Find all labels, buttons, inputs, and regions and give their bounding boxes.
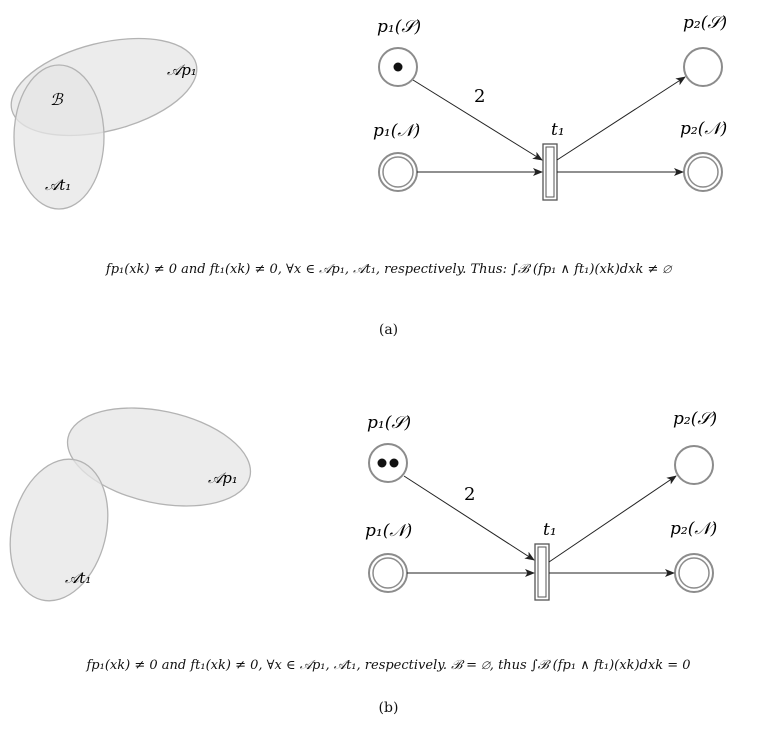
- arc-t1-p2S-a: [556, 76, 686, 161]
- label-p1-N-a: p₁(𝒩): [373, 121, 420, 141]
- label-t1-a: t₁: [551, 120, 565, 140]
- arc-weight-a: 2: [474, 86, 485, 107]
- petri-net-a: p₁(𝒮) p₁(𝒩) t₁ p₂(𝒮) p₂(𝒩) 2: [373, 13, 727, 201]
- place-p2-S-a: [683, 47, 723, 87]
- arc-p1S-t1-b: [403, 475, 535, 561]
- set-A-t1-a: [13, 64, 105, 210]
- label-A-t1-b: 𝒜t₁: [65, 569, 91, 587]
- label-t1-b: t₁: [543, 520, 557, 540]
- label-p2-N-b: p₂(𝒩): [670, 519, 717, 539]
- label-p1-S-b: p₁(𝒮): [367, 413, 411, 433]
- venn-sets-b: 𝒜p₁ 𝒜t₁: [9, 407, 252, 602]
- place-p1-N-b: [368, 553, 408, 593]
- panel-b: 𝒜p₁ 𝒜t₁ p₁(𝒮) p₁(𝒩) t₁ p₂(𝒮) p₂(𝒩) 2: [9, 407, 717, 602]
- arc-t1-p2S-b: [548, 475, 677, 563]
- label-p1-S-a: p₁(𝒮): [377, 17, 421, 37]
- transition-t1-b-inner: [537, 546, 547, 598]
- label-p2-N-a: p₂(𝒩): [680, 119, 727, 139]
- caption-a: (a): [378, 322, 399, 338]
- label-A-t1-a: 𝒜t₁: [45, 176, 71, 194]
- set-A-p1-b: [66, 407, 252, 507]
- place-p2-N-a-inner: [687, 156, 719, 188]
- token-b-2: [389, 458, 399, 468]
- arc-p1S-t1-a: [412, 79, 543, 161]
- panel-a: 𝒜p₁ ℬ 𝒜t₁ p₁(𝒮) p₁(𝒩) t₁ p₂(𝒮) p₂(�: [10, 13, 727, 210]
- place-p1-S-b: [368, 443, 408, 483]
- token-b-1: [377, 458, 387, 468]
- label-A-p1-a: 𝒜p₁: [167, 61, 197, 79]
- caption-b: (b): [378, 700, 399, 716]
- venn-sets-a: 𝒜p₁ ℬ 𝒜t₁: [10, 37, 198, 210]
- arc-weight-b: 2: [464, 484, 475, 505]
- place-p2-S-b: [674, 445, 714, 485]
- place-p1-N-b-inner: [372, 557, 404, 589]
- transition-t1-a-inner: [545, 146, 555, 198]
- token-a-1: [393, 62, 403, 72]
- petri-net-b: p₁(𝒮) p₁(𝒩) t₁ p₂(𝒮) p₂(𝒩) 2: [365, 409, 717, 601]
- place-p2-N-b: [674, 553, 714, 593]
- formula-a: fp₁(xk) ≠ 0 and ft₁(xk) ≠ 0, ∀x ∈ 𝒜p₁, 𝒜…: [105, 262, 672, 277]
- place-p2-N-b-inner: [678, 557, 710, 589]
- label-p2-S-b: p₂(𝒮): [673, 409, 717, 429]
- label-A-p1-b: 𝒜p₁: [208, 469, 238, 487]
- place-p1-N-a: [378, 152, 418, 192]
- label-p1-N-b: p₁(𝒩): [365, 521, 412, 541]
- formula-b: fp₁(xk) ≠ 0 and ft₁(xk) ≠ 0, ∀x ∈ 𝒜p₁, 𝒜…: [86, 658, 691, 673]
- label-p2-S-a: p₂(𝒮): [683, 13, 727, 33]
- place-p2-N-a: [683, 152, 723, 192]
- place-p1-N-a-inner: [382, 156, 414, 188]
- set-A-t1-b: [9, 458, 109, 602]
- label-B-a: ℬ: [50, 90, 64, 109]
